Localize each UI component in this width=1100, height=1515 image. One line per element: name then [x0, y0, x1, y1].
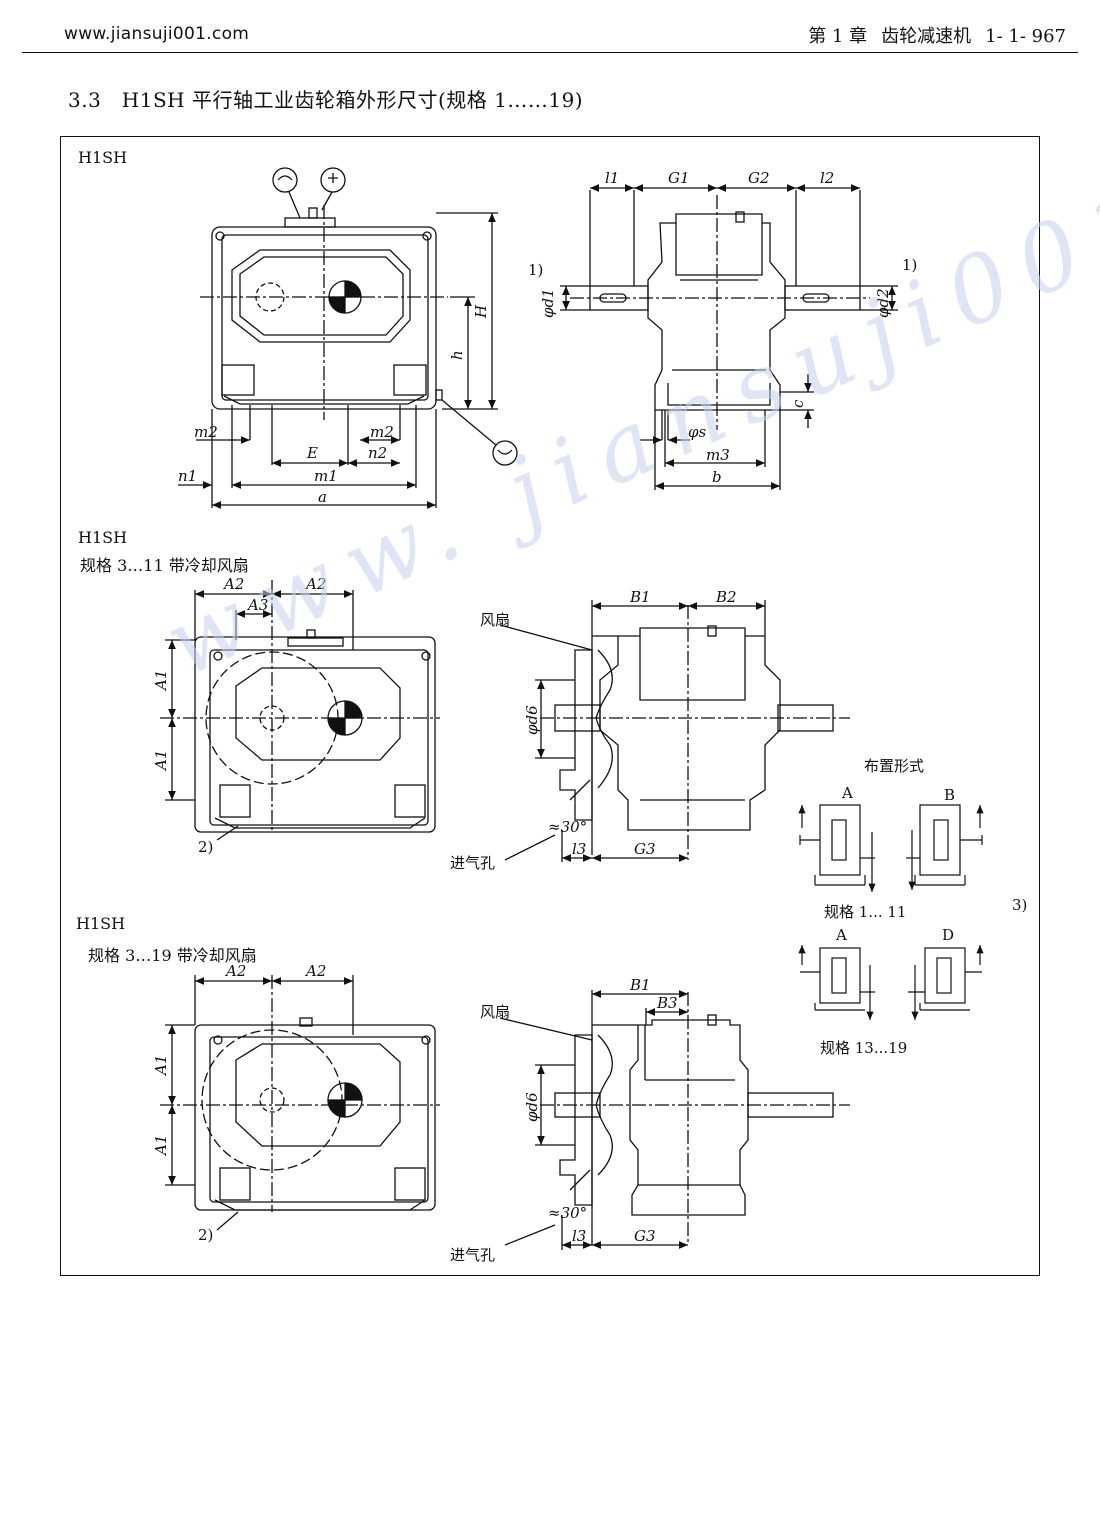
- chapter-title: 齿轮减速机: [881, 26, 972, 47]
- dim-a: a: [318, 488, 327, 506]
- side-view-2: [499, 600, 850, 862]
- dim-A3: A3: [246, 596, 268, 614]
- angle-30-v3: ≈30°: [548, 1204, 587, 1222]
- section-title: 3.3 H1SH 平行轴工业齿轮箱外形尺寸(规格 1……19): [68, 88, 584, 112]
- dim-A1-top-v3: A1: [152, 1055, 170, 1077]
- arrangement-A-top: A: [841, 784, 853, 802]
- arrangement-diagrams: [798, 804, 984, 1020]
- dim-m2-right: m2: [370, 423, 394, 441]
- arrangement-A-bottom: A: [835, 926, 847, 944]
- dim-phis: φs: [688, 423, 707, 441]
- note-2-v2: 2): [198, 838, 213, 856]
- dim-m2-left: m2: [194, 423, 218, 441]
- drawing-frame: [60, 136, 1040, 1276]
- dim-G2: G2: [748, 169, 770, 187]
- label-fan-v2: 风扇: [480, 611, 510, 629]
- dim-m3: m3: [706, 446, 730, 464]
- dim-H: H: [472, 304, 490, 319]
- dim-l2: l2: [820, 169, 834, 187]
- arrangement-spec-large: 规格 13...19: [820, 1039, 907, 1057]
- dim-n2: n2: [368, 444, 387, 462]
- label-fan-v3: 风扇: [480, 1003, 510, 1021]
- dim-phid6-v2: φd6: [523, 705, 541, 735]
- dim-l1: l1: [605, 169, 619, 187]
- dim-n1: n1: [178, 467, 197, 485]
- dim-phid2: φd2: [874, 288, 892, 318]
- dim-B1-v2: B1: [629, 588, 651, 606]
- header-chapter: 第 1 章齿轮减速机 1- 1- 967: [794, 22, 1066, 48]
- label-inlet-v3: 进气孔: [450, 1246, 495, 1264]
- dim-B2: B2: [715, 588, 737, 606]
- dim-G1: G1: [668, 169, 690, 187]
- arrangement-B: B: [944, 786, 955, 804]
- view3-spec: 规格 3…19 带冷却风扇: [88, 946, 257, 965]
- angle-30-v2: ≈30°: [548, 818, 587, 836]
- dim-phid1: φd1: [539, 288, 557, 318]
- note-2-v3: 2): [198, 1226, 213, 1244]
- page-header: www.jiansuji001.com 第 1 章齿轮减速机 1- 1- 967: [22, 22, 1078, 53]
- dim-h: h: [448, 350, 466, 360]
- dim-c: c: [789, 399, 807, 408]
- chapter-number: 第 1 章: [808, 26, 868, 47]
- front-view-1: [178, 167, 518, 509]
- note-3: 3): [1012, 896, 1027, 914]
- page-number: 1- 1- 967: [985, 26, 1066, 47]
- view2-model: H1SH: [78, 528, 128, 547]
- arrangement-spec-small: 规格 1... 11: [824, 903, 906, 921]
- front-view-3: [160, 975, 440, 1231]
- dim-A2-left-v2: A2: [222, 575, 244, 593]
- dim-B3: B3: [656, 994, 678, 1012]
- side-view-3: [499, 990, 850, 1250]
- view3-model: H1SH: [76, 914, 126, 933]
- view2-spec: 规格 3…11 带冷却风扇: [80, 556, 249, 575]
- dim-G3-v2: G3: [634, 840, 656, 858]
- dim-A2-right-v2: A2: [304, 575, 326, 593]
- dim-E: E: [306, 444, 318, 462]
- dim-l3-v2: l3: [572, 840, 586, 858]
- dim-A1-bottom-v3: A1: [152, 1135, 170, 1157]
- dim-phid6-v3: φd6: [523, 1092, 541, 1122]
- view1-model: H1SH: [78, 148, 128, 167]
- dim-B1-v3: B1: [629, 976, 651, 994]
- label-inlet-v2: 进气孔: [450, 854, 495, 872]
- dim-G3-v3: G3: [634, 1227, 656, 1245]
- front-view-2: [160, 580, 440, 841]
- dim-A1-bottom-v2: A1: [152, 750, 170, 772]
- arrangement-title: 布置形式: [864, 757, 924, 775]
- dim-m1: m1: [314, 467, 338, 485]
- dim-A1-top-v2: A1: [152, 670, 170, 692]
- note-1-right: 1): [902, 256, 917, 274]
- dim-A2-right-v3: A2: [304, 962, 326, 980]
- dim-b: b: [712, 468, 722, 486]
- dim-A2-left-v3: A2: [224, 962, 246, 980]
- arrangement-D: D: [942, 926, 954, 944]
- dim-l3-v3: l3: [572, 1227, 586, 1245]
- header-site: www.jiansuji001.com: [64, 24, 250, 44]
- note-1-left: 1): [528, 261, 543, 279]
- side-view-1: [560, 184, 898, 490]
